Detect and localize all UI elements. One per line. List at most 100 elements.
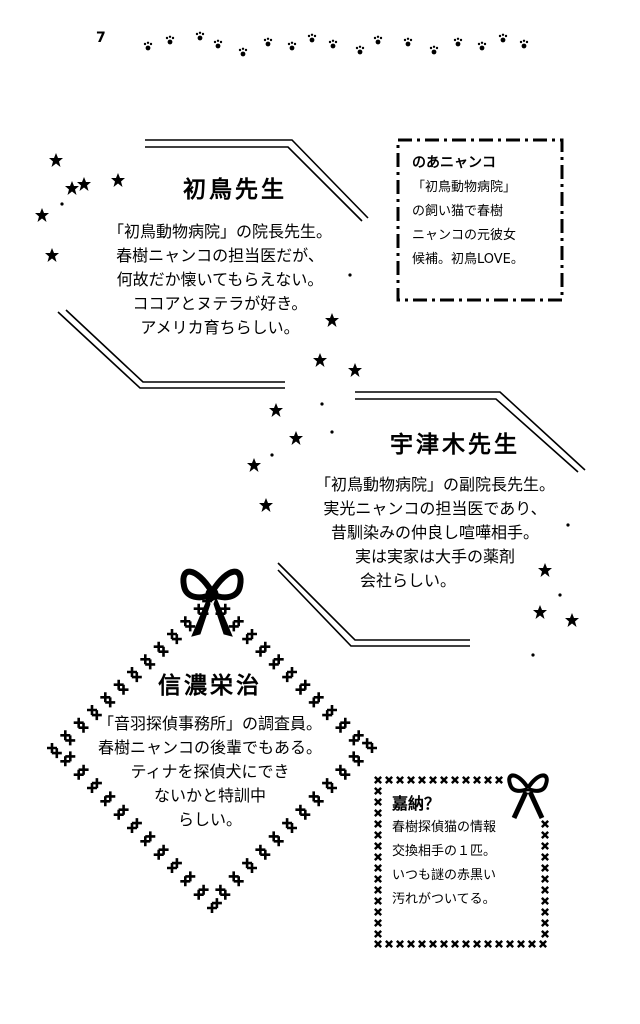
cross-mark bbox=[462, 776, 470, 784]
plus-mark bbox=[185, 621, 196, 632]
cross-mark bbox=[374, 820, 382, 828]
noa-line-2: の飼い猫で春樹 bbox=[412, 204, 504, 219]
cross-mark bbox=[541, 930, 549, 938]
plus-mark bbox=[211, 898, 222, 909]
utsugi-frame bbox=[277, 391, 586, 647]
hatsushima-line-4: ココアとヌテラが好き。 bbox=[132, 294, 308, 313]
plus-mark bbox=[171, 634, 182, 645]
shinano-line-4: ないかと特訓中 bbox=[153, 786, 266, 805]
plus-mark bbox=[242, 634, 253, 645]
hatsushima-line-3: 何故だか懐いてもらえない。 bbox=[116, 270, 324, 289]
cross-mark bbox=[495, 776, 503, 784]
plus-mark bbox=[145, 831, 156, 842]
cross-mark bbox=[385, 940, 393, 948]
plus-mark bbox=[171, 858, 182, 869]
cross-mark bbox=[374, 842, 382, 850]
kanou-line-4: 汚れがついてる。 bbox=[392, 892, 496, 907]
hatsushima-line-5: アメリカ育ちらしい。 bbox=[140, 318, 300, 337]
plus-mark bbox=[233, 876, 244, 887]
cross-mark bbox=[374, 886, 382, 894]
cross-mark bbox=[374, 919, 382, 927]
plus-mark bbox=[158, 646, 169, 657]
paw-trail bbox=[143, 31, 529, 57]
utsugi-name: 宇津木先生 bbox=[390, 432, 520, 458]
cross-mark bbox=[541, 853, 549, 861]
cross-mark bbox=[541, 864, 549, 872]
plus-mark bbox=[207, 903, 217, 913]
cross-mark bbox=[484, 940, 492, 948]
plus-mark bbox=[167, 629, 177, 639]
cross-mark bbox=[407, 940, 415, 948]
plus-mark bbox=[153, 641, 164, 652]
cross-mark bbox=[407, 776, 415, 784]
plus-mark bbox=[242, 858, 253, 869]
hatsushima-line-1: 「初鳥動物病院」の院長先生。 bbox=[107, 222, 332, 241]
cross-mark bbox=[539, 940, 547, 948]
cross-mark bbox=[440, 776, 448, 784]
cross-mark bbox=[374, 908, 382, 916]
small-bow-icon bbox=[507, 773, 549, 820]
cross-mark bbox=[528, 940, 536, 948]
noa-note: のあニャンコ 「初鳥動物病院」 の飼い猫で春樹 ニャンコの元彼女 候補。初鳥LO… bbox=[412, 152, 552, 272]
cross-mark bbox=[541, 875, 549, 883]
utsugi-line-3: 昔馴染みの仲良し喧嘩相手。 bbox=[330, 523, 539, 542]
bow-icon bbox=[180, 568, 244, 637]
shinano-line-2: 春樹ニャンコの後輩でもある。 bbox=[97, 738, 322, 757]
cross-mark bbox=[541, 897, 549, 905]
cross-mark bbox=[374, 897, 382, 905]
plus-mark bbox=[273, 654, 284, 665]
plus-mark bbox=[215, 884, 226, 895]
cross-mark bbox=[385, 776, 393, 784]
cross-mark bbox=[396, 940, 404, 948]
page-number: 7 bbox=[96, 30, 106, 46]
noa-line-1: 「初鳥動物病院」 bbox=[412, 180, 517, 195]
plus-mark bbox=[228, 621, 239, 632]
hatsushima-line-2: 春樹ニャンコの担当医だが、 bbox=[116, 246, 324, 265]
shinano-line-1: 「音羽探偵事務所」の調査員。 bbox=[97, 714, 322, 733]
plus-mark bbox=[353, 756, 364, 767]
utsugi-line-2: 実光ニャンコの担当医であり、 bbox=[323, 499, 547, 518]
cross-mark bbox=[484, 776, 492, 784]
cross-mark bbox=[506, 940, 514, 948]
noa-note-box bbox=[396, 138, 564, 302]
hatsushima-name: 初鳥先生 bbox=[183, 177, 287, 203]
cross-mark bbox=[374, 864, 382, 872]
plus-mark bbox=[228, 871, 239, 882]
plus-mark bbox=[233, 616, 244, 627]
cross-mark bbox=[517, 940, 525, 948]
plus-mark bbox=[247, 629, 257, 639]
plus-mark bbox=[353, 730, 364, 741]
cross-mark bbox=[374, 809, 382, 817]
cross-mark bbox=[541, 886, 549, 894]
plus-mark bbox=[198, 884, 209, 895]
plus-mark bbox=[348, 735, 359, 746]
cross-mark bbox=[473, 940, 481, 948]
utsugi-line-4: 実は実家は大手の薬剤 bbox=[354, 547, 515, 566]
kanou-line-2: 交換相手の１匹。 bbox=[392, 844, 497, 859]
shinano-profile: 信濃栄治 「音羽探偵事務所」の調査員。 春樹ニャンコの後輩でもある。 ティナを探… bbox=[70, 666, 350, 832]
star-trail bbox=[35, 153, 579, 657]
hatsushima-frame bbox=[57, 139, 369, 389]
cross-mark bbox=[396, 776, 404, 784]
cross-mark bbox=[495, 940, 503, 948]
plus-mark bbox=[273, 836, 284, 847]
plus-mark bbox=[180, 616, 191, 627]
plus-mark bbox=[255, 844, 266, 855]
utsugi-profile: 宇津木先生 「初鳥動物病院」の副院長先生。 実光ニャンコの担当医であり、 昔馴染… bbox=[290, 425, 580, 593]
plus-mark bbox=[185, 871, 196, 882]
plus-mark bbox=[247, 863, 257, 873]
cross-mark bbox=[418, 940, 426, 948]
cross-mark bbox=[473, 776, 481, 784]
cross-mark bbox=[462, 940, 470, 948]
plus-mark bbox=[367, 743, 377, 753]
plus-mark bbox=[153, 849, 164, 860]
plus-mark bbox=[348, 751, 359, 762]
plus-mark bbox=[362, 738, 373, 749]
plus-mark bbox=[140, 654, 151, 665]
shinano-name: 信濃栄治 bbox=[158, 673, 262, 699]
cross-mark bbox=[541, 908, 549, 916]
cross-mark bbox=[418, 776, 426, 784]
cross-mark bbox=[374, 787, 382, 795]
kanou-line-1: 春樹探偵猫の情報 bbox=[392, 820, 497, 835]
